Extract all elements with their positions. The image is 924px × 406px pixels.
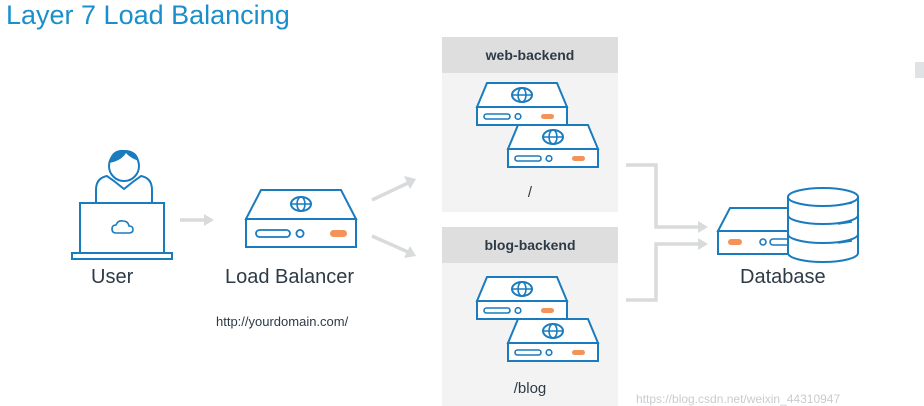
load-balancer-address: http://yourdomain.com/ bbox=[216, 314, 349, 329]
server-icon bbox=[477, 277, 567, 319]
web-to-db-arrowhead bbox=[698, 221, 708, 233]
globe-icon bbox=[290, 196, 312, 212]
database-icon bbox=[716, 187, 859, 263]
web-backend-panel-header bbox=[442, 37, 618, 73]
blog-backend-title: blog-backend bbox=[484, 237, 576, 253]
server-icon bbox=[508, 125, 598, 167]
load-balancer-icon bbox=[244, 189, 358, 248]
blog-to-db-arrowhead bbox=[698, 238, 708, 250]
web-to-db-line bbox=[626, 163, 700, 229]
web-backend-path: / bbox=[527, 184, 533, 201]
blog-backend-path: /blog bbox=[513, 380, 547, 397]
database-label: Database bbox=[740, 266, 826, 288]
server-icon bbox=[508, 319, 598, 361]
page-title: Layer 7 Load Balancing bbox=[6, 0, 290, 30]
lb-to-web-line bbox=[371, 181, 409, 202]
lb-to-blog-line bbox=[371, 234, 409, 254]
watermark: https://blog.csdn.net/weixin_44310947 bbox=[636, 392, 841, 406]
connectors bbox=[180, 163, 708, 302]
laptop-icon bbox=[71, 202, 173, 260]
web-backend-title: web-backend bbox=[485, 47, 575, 63]
cloud-icon bbox=[111, 220, 134, 234]
server-icon bbox=[477, 83, 567, 125]
user-icon bbox=[95, 149, 153, 204]
blog-backend-panel-header bbox=[442, 227, 618, 263]
blog-to-db-line bbox=[626, 242, 700, 302]
blog-backend-panel bbox=[442, 227, 618, 406]
lb-to-blog-arrowhead bbox=[404, 246, 416, 258]
load-balancer-label: Load Balancer bbox=[225, 266, 354, 288]
user-to-lb-arrowhead bbox=[204, 214, 214, 226]
user-label: User bbox=[91, 266, 134, 288]
lb-to-web-arrowhead bbox=[404, 176, 416, 189]
edge-marker bbox=[915, 62, 924, 78]
